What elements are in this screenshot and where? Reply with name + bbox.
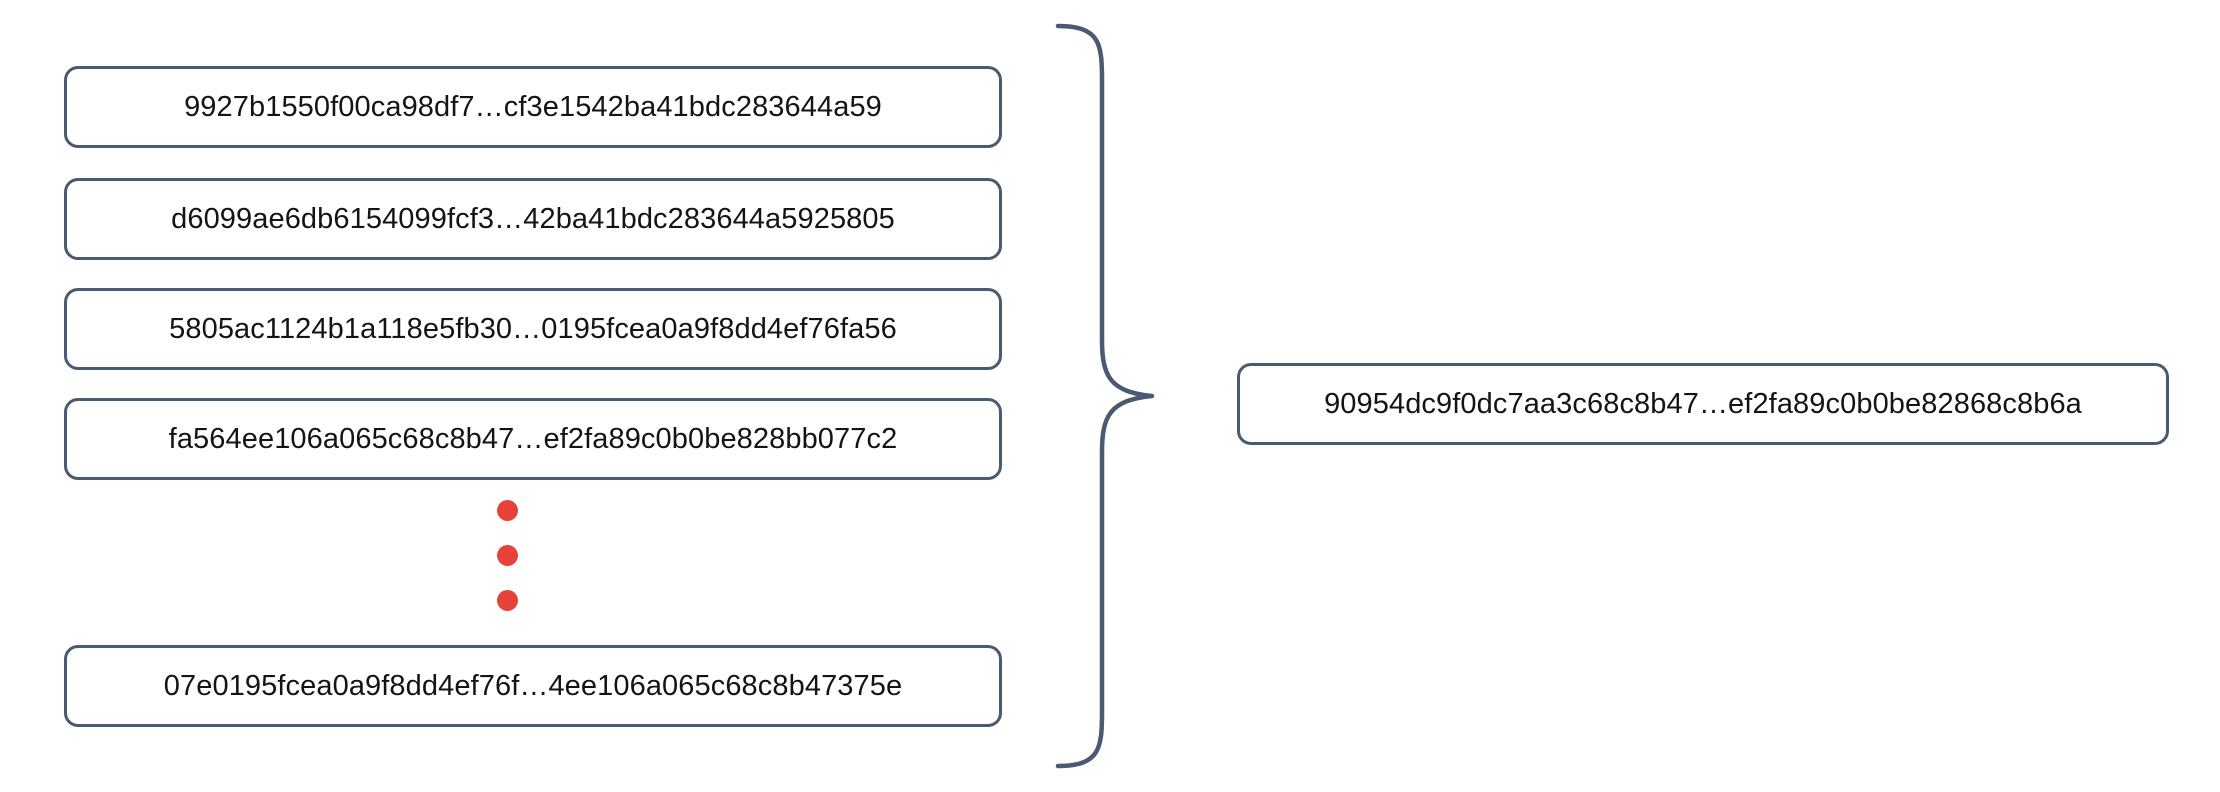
- hash-label: 5805ac1124b1a118e5fb30…0195fcea0a9f8dd4e…: [169, 312, 897, 345]
- vertical-ellipsis-icon: [497, 500, 537, 620]
- hash-label: 07e0195fcea0a9f8dd4ef76f…4ee106a065c68c8…: [163, 669, 903, 702]
- input-hash-box[interactable]: 07e0195fcea0a9f8dd4ef76f…4ee106a065c68c8…: [64, 645, 1002, 727]
- hash-label: fa564ee106a065c68c8b47…ef2fa89c0b0be828b…: [168, 422, 898, 455]
- ellipsis-dot: [497, 500, 518, 521]
- input-hash-box[interactable]: 9927b1550f00ca98df7…cf3e1542ba41bdc28364…: [64, 66, 1002, 148]
- input-hash-box[interactable]: d6099ae6db6154099fcf3…42ba41bdc283644a59…: [64, 178, 1002, 260]
- ellipsis-dot: [497, 545, 518, 566]
- hash-label: d6099ae6db6154099fcf3…42ba41bdc283644a59…: [171, 202, 895, 235]
- input-hash-box[interactable]: 5805ac1124b1a118e5fb30…0195fcea0a9f8dd4e…: [64, 288, 1002, 370]
- curly-brace-icon: [1040, 20, 1170, 772]
- hash-label: 9927b1550f00ca98df7…cf3e1542ba41bdc28364…: [184, 90, 882, 123]
- input-hash-box[interactable]: fa564ee106a065c68c8b47…ef2fa89c0b0be828b…: [64, 398, 1002, 480]
- output-hash-box[interactable]: 90954dc9f0dc7aa3c68c8b47…ef2fa89c0b0be82…: [1237, 363, 2169, 445]
- hash-label: 90954dc9f0dc7aa3c68c8b47…ef2fa89c0b0be82…: [1324, 387, 2082, 420]
- ellipsis-dot: [497, 590, 518, 611]
